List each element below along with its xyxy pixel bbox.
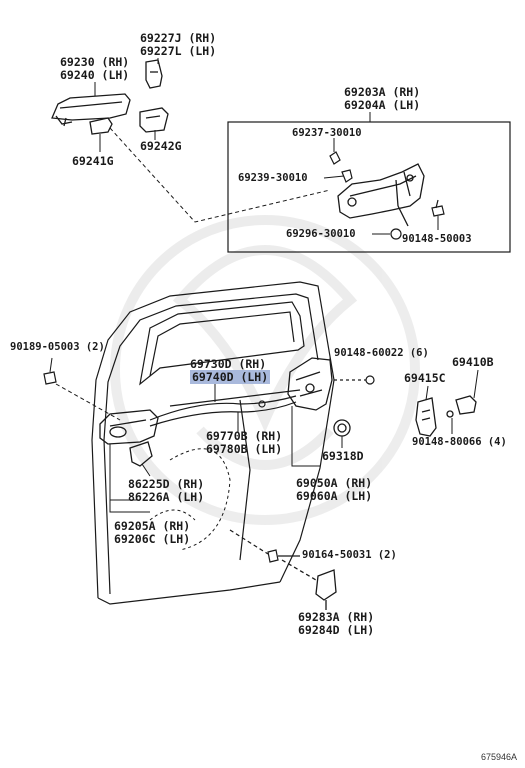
label-69284d: 69284D (LH) [298, 623, 375, 637]
lock-leaders [291, 356, 343, 467]
frame-bolt[interactable] [431, 199, 445, 217]
door-striker[interactable] [415, 397, 437, 437]
leader-lines-top [94, 58, 159, 152]
label-69730d: 69730D (RH) [190, 357, 267, 371]
outside-handle[interactable] [51, 93, 131, 127]
label-69227l: 69227L (LH) [140, 44, 217, 58]
handle-bezel[interactable] [129, 441, 153, 467]
label-69415c: 69415C [404, 371, 446, 385]
label-69410b: 69410B [452, 355, 494, 369]
frame-clip-small[interactable] [329, 151, 353, 183]
screw-90164[interactable] [229, 529, 300, 563]
door-lock-assembly[interactable] [287, 357, 333, 411]
leader-lines-box [323, 138, 439, 235]
label-69740d: 69740D (LH) [190, 370, 271, 384]
label-69230: 69230 (RH) [60, 55, 130, 69]
label-69237: 69237-30010 [292, 127, 362, 139]
label-69780b: 69780B (LH) [206, 442, 283, 456]
leader-lines-left [49, 357, 151, 513]
handle-cap[interactable] [145, 59, 163, 89]
figure-id: 675946A [480, 752, 517, 762]
label-86225d: 86225D (RH) [128, 477, 205, 491]
label-69204a: 69204A (LH) [344, 98, 421, 112]
label-69240: 69240 (LH) [60, 68, 130, 82]
lock-screws[interactable] [334, 375, 375, 385]
striker-leaders [425, 369, 479, 434]
label-90189: 90189-05003 (2) [10, 341, 105, 353]
label-69242g: 69242G [140, 139, 182, 153]
label-90164: 90164-50031 (2) [302, 549, 397, 561]
label-69227j: 69227J (RH) [140, 31, 217, 45]
label-90148-60022: 90148-60022 (6) [334, 347, 429, 359]
handle-pad-rear[interactable] [139, 107, 169, 133]
striker-bolt[interactable] [446, 395, 477, 418]
lock-grommet[interactable] [333, 419, 351, 437]
label-69206c: 69206C (LH) [114, 532, 191, 546]
label-86226a: 86226A (LH) [128, 490, 205, 504]
outside-handle-frame[interactable] [337, 163, 425, 227]
lock-cable[interactable] [149, 389, 301, 427]
dashed-link-handle [109, 127, 331, 223]
label-69060a: 69060A (LH) [296, 489, 373, 503]
label-69205a: 69205A (RH) [114, 519, 191, 533]
trim-cover-69283[interactable] [281, 559, 337, 610]
label-90148-80066: 90148-80066 (4) [412, 436, 507, 448]
door-outline [91, 281, 335, 605]
frame-screw[interactable] [390, 228, 402, 240]
label-69283a: 69283A (RH) [298, 610, 375, 624]
door-trim-dashed [149, 448, 231, 551]
exploded-view-box [227, 121, 511, 253]
label-69239: 69239-30010 [238, 172, 308, 184]
label-69296: 69296-30010 [286, 228, 356, 240]
label-69318d: 69318D [322, 449, 364, 463]
label-69770b: 69770B (RH) [206, 429, 283, 443]
highlighted-part-number[interactable]: 69740D (LH) [190, 370, 271, 384]
label-69203a: 69203A (RH) [344, 85, 421, 99]
inside-handle[interactable] [99, 409, 159, 445]
clip-90189[interactable] [43, 371, 57, 385]
cable-leaders [214, 384, 239, 432]
label-69050a: 69050A (RH) [296, 476, 373, 490]
label-90148-50003: 90148-50003 [402, 233, 472, 245]
handle-pad-front[interactable] [89, 117, 113, 135]
label-69241g: 69241G [72, 154, 114, 168]
